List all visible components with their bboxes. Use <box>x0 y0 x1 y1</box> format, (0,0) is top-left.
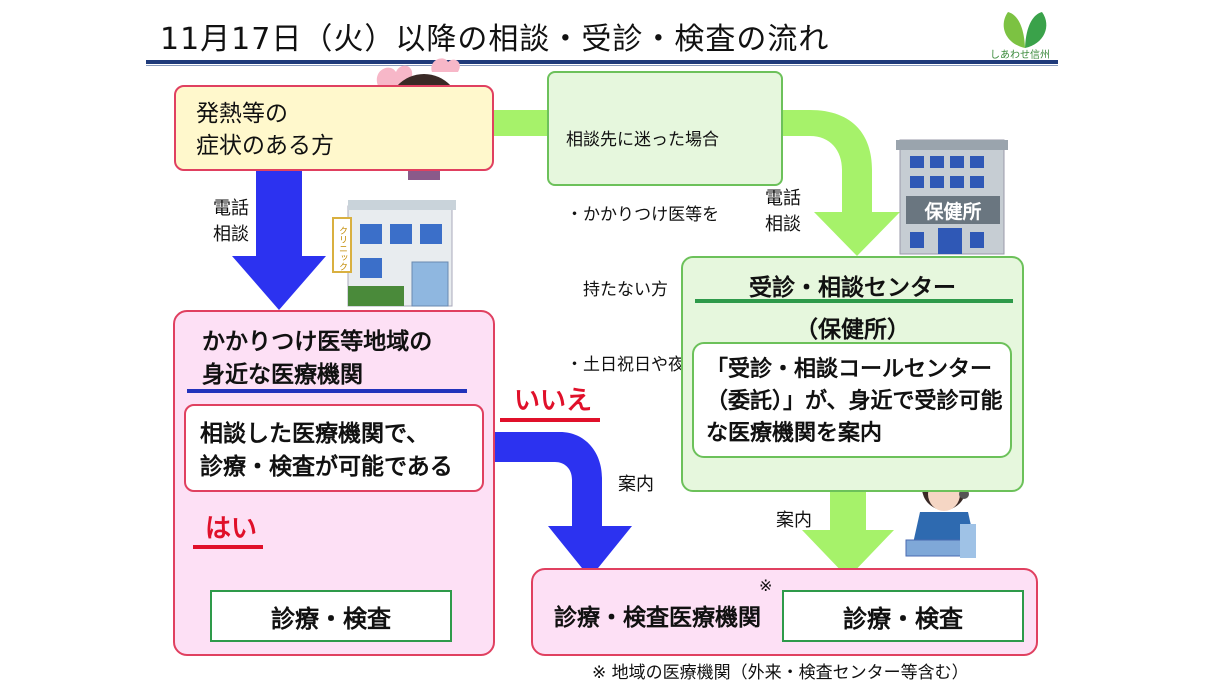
green-arrow-to-center <box>783 110 900 256</box>
green-arrow-to-testing <box>802 492 894 578</box>
footnote: ※ 地域の医療機関（外来・検査センター等含む） <box>592 663 969 683</box>
green-arrow-connector-left <box>494 110 547 136</box>
question-text: 相談した医療機関で、 診療・検査が可能である <box>200 418 453 484</box>
call-center-line1: 「受診・相談コールセンター <box>706 357 993 382</box>
health-center-building-illustration <box>896 139 1008 255</box>
call-center-box <box>692 342 1012 458</box>
clinic-building-illustration <box>332 200 456 307</box>
local-result-box: 診療・検査 <box>210 590 452 642</box>
testing-institution-label: 診療・検査医療機関 <box>554 605 761 631</box>
local-title-underline <box>187 389 467 393</box>
consult-center-underline <box>695 299 1013 303</box>
consult-center-title: 受診・相談センター <box>749 275 956 301</box>
yes-label: はい <box>205 514 258 544</box>
blue-arrow-to-local <box>232 171 326 310</box>
testing-asterisk: ※ <box>759 576 773 595</box>
call-center-line2: （委託）」が、身近で受診可能 <box>706 389 1003 414</box>
consult-note-box <box>547 71 783 186</box>
question-box <box>184 404 484 492</box>
phone-right-line1: 電話 <box>765 188 801 209</box>
phone-right-line2: 相談 <box>765 214 801 235</box>
symptoms-text: 発熱等の 症状のある方 <box>196 98 334 162</box>
testing-result-box: 診療・検査 <box>782 590 1024 642</box>
yes-underline <box>193 545 263 549</box>
consult-center-subtitle: （保健所） <box>795 317 910 343</box>
no-label: いいえ <box>514 386 593 416</box>
symptoms-line1: 発熱等の <box>196 101 288 127</box>
note-line3: 持たない方 <box>566 280 668 300</box>
title-underline <box>146 60 1058 64</box>
local-title-line2: 身近な医療機関 <box>202 362 363 388</box>
question-line1: 相談した医療機関で、 <box>200 421 430 447</box>
consult-note-text: 相談先に迷った場合 ・かかりつけ医等を 持たない方 ・土日祝日や夜間 <box>566 78 719 403</box>
guide-left-label: 案内 <box>618 474 654 495</box>
page-title: 11月17日（火）以降の相談・受診・検査の流れ <box>160 22 830 57</box>
call-center-text: 「受診・相談コールセンター （委託）」が、身近で受診可能 な医療機関を案内 <box>706 354 1003 450</box>
call-center-line3: な医療機関を案内 <box>706 421 883 446</box>
note-line4: ・土日祝日や夜間 <box>566 355 702 375</box>
note-line2: ・かかりつけ医等を <box>566 205 720 225</box>
question-line2: 診療・検査が可能である <box>200 454 453 480</box>
local-title-line1: かかりつけ医等地域の <box>202 329 433 355</box>
phone-left-line2: 相談 <box>213 224 249 245</box>
guide-right-label: 案内 <box>776 510 812 531</box>
clinic-sign-text: クリニック <box>337 226 348 271</box>
phone-consult-left-label: 電話 相談 <box>213 196 249 248</box>
note-line1: 相談先に迷った場合 <box>566 130 719 150</box>
symptoms-box <box>174 85 494 171</box>
shinshu-logo-icon <box>1003 12 1047 48</box>
local-clinic-title: かかりつけ医等地域の 身近な医療機関 <box>202 326 432 392</box>
symptoms-line2: 症状のある方 <box>196 133 334 159</box>
blue-arrow-no <box>484 432 632 578</box>
phone-left-line1: 電話 <box>213 198 249 219</box>
phone-consult-right-label: 電話 相談 <box>765 186 801 238</box>
logo-text: しあわせ信州 <box>990 50 1050 61</box>
title-underline-thin <box>146 65 1058 66</box>
no-underline <box>500 418 600 422</box>
health-center-sign-text: 保健所 <box>923 200 981 223</box>
